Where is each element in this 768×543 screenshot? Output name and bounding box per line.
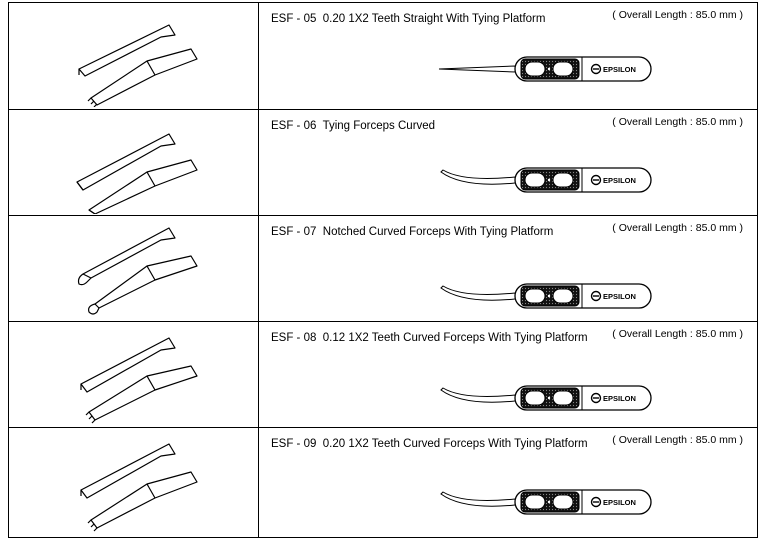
tip-illustration-cell — [9, 110, 259, 215]
product-description: Tying Forceps Curved — [322, 120, 436, 132]
product-code: ESF - 05 — [271, 13, 317, 25]
overall-length: ( Overall Length : 85.0 mm ) — [612, 434, 743, 446]
curved-forceps-icon: EPSILON — [437, 380, 657, 416]
product-title: ESF - 08 0.12 1X2 Teeth Curved Forceps W… — [271, 332, 588, 344]
tip-illustration-cell — [9, 322, 259, 427]
tip-illustration-cell — [9, 428, 259, 537]
product-row: ESF - 06 Tying Forceps Curved ( Overall … — [9, 109, 757, 215]
curved-forceps-icon: EPSILON — [437, 162, 657, 198]
product-title: ESF - 06 Tying Forceps Curved — [271, 120, 435, 132]
notched-tip-icon — [77, 227, 198, 315]
product-row: ESF - 07 Notched Curved Forceps With Tyi… — [9, 215, 757, 321]
product-catalog-table: ESF - 05 0.20 1X2 Teeth Straight With Ty… — [8, 2, 758, 538]
overall-length: ( Overall Length : 85.0 mm ) — [612, 222, 743, 234]
product-description: 0.12 1X2 Teeth Curved Forceps With Tying… — [322, 332, 588, 344]
teeth-tip-icon — [80, 443, 198, 532]
brand-logo: EPSILON — [603, 65, 636, 74]
fine-teeth-tip-icon — [80, 337, 198, 424]
product-code: ESF - 08 — [271, 332, 317, 344]
curved-forceps-icon: EPSILON — [437, 278, 657, 314]
brand-logo: EPSILON — [603, 176, 636, 185]
overall-length: ( Overall Length : 85.0 mm ) — [612, 116, 743, 128]
straight-teeth-tip-icon — [78, 24, 198, 107]
product-description: 0.20 1X2 Teeth Curved Forceps With Tying… — [322, 438, 588, 450]
tip-illustration-cell — [9, 216, 259, 321]
overall-length: ( Overall Length : 85.0 mm ) — [612, 9, 743, 21]
product-code: ESF - 06 — [271, 120, 317, 132]
product-code: ESF - 07 — [271, 226, 317, 238]
product-row: ESF - 05 0.20 1X2 Teeth Straight With Ty… — [9, 3, 757, 109]
product-title: ESF - 09 0.20 1X2 Teeth Curved Forceps W… — [271, 438, 588, 450]
product-code: ESF - 09 — [271, 438, 317, 450]
straight-forceps-icon: EPSILON — [437, 51, 657, 87]
product-title: ESF - 05 0.20 1X2 Teeth Straight With Ty… — [271, 13, 545, 25]
tip-illustration-cell — [9, 3, 259, 109]
brand-logo: EPSILON — [603, 394, 636, 403]
product-row: ESF - 08 0.12 1X2 Teeth Curved Forceps W… — [9, 321, 757, 427]
product-row: ESF - 09 0.20 1X2 Teeth Curved Forceps W… — [9, 427, 757, 537]
curved-forceps-icon: EPSILON — [437, 484, 657, 520]
product-title: ESF - 07 Notched Curved Forceps With Tyi… — [271, 226, 553, 238]
brand-logo: EPSILON — [603, 292, 636, 301]
product-description: 0.20 1X2 Teeth Straight With Tying Platf… — [322, 13, 546, 25]
plain-tip-icon — [76, 133, 198, 214]
overall-length: ( Overall Length : 85.0 mm ) — [612, 328, 743, 340]
brand-logo: EPSILON — [603, 498, 636, 507]
product-description: Notched Curved Forceps With Tying Platfo… — [322, 226, 554, 238]
